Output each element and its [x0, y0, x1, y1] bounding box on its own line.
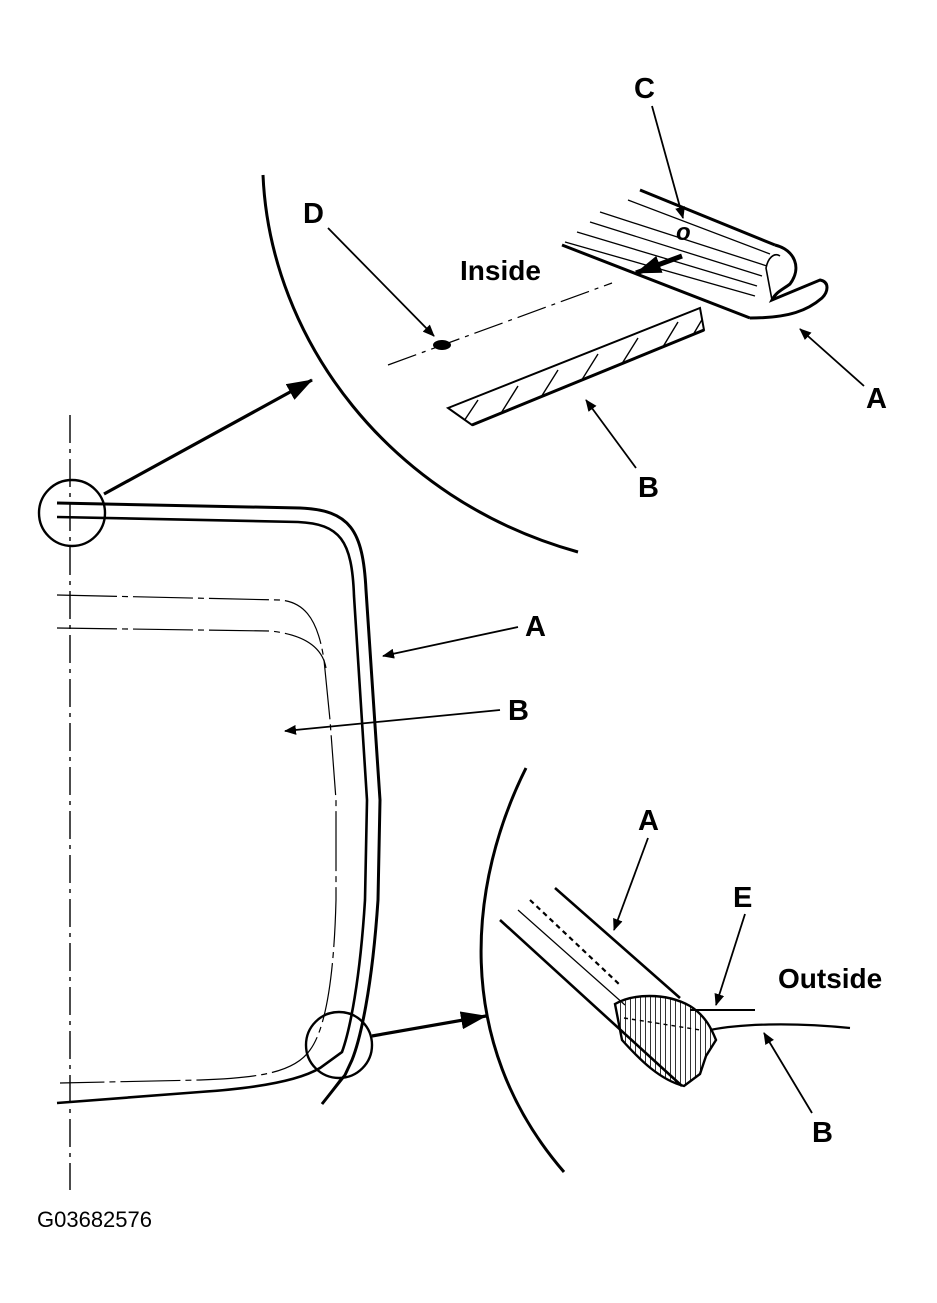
label-outside: Outside — [778, 963, 882, 994]
leader-e — [714, 913, 746, 1006]
install-direction-arrow — [635, 253, 683, 276]
glass-outline-dashed — [56, 594, 337, 1084]
top-detail-boundary — [261, 174, 579, 554]
leader-a-bottom — [613, 837, 649, 931]
glass-outline-dashed-2 — [56, 627, 327, 669]
glass-edge-hatching — [457, 308, 704, 425]
glass-edge-top — [445, 306, 706, 427]
mark-c-symbol: ο — [676, 219, 691, 246]
molding-outline-outer — [56, 501, 382, 1105]
detail-circle-bottom — [304, 1010, 374, 1080]
molding-end-tip — [321, 1074, 346, 1105]
glass-b-line — [709, 1023, 851, 1032]
windshield-overview: A B — [37, 378, 546, 1190]
detail-circle-top — [37, 478, 107, 548]
molding-outline-inner — [56, 515, 369, 1105]
cross-section-dashes — [623, 1017, 701, 1031]
detail-arrow-top — [103, 378, 313, 496]
label-b-top: B — [638, 472, 659, 504]
leader-a-top — [799, 328, 865, 387]
molding-profile-top — [561, 188, 829, 320]
label-inside: Inside — [460, 255, 541, 286]
label-c: C — [634, 73, 655, 105]
bottom-detail-view: A E Outside B — [479, 767, 882, 1173]
label-a-top: A — [866, 383, 887, 415]
leader-a-main — [382, 626, 519, 659]
molding-strip-thin — [517, 909, 626, 1006]
leader-b-top — [585, 399, 637, 469]
glass-edge-bottom-line — [471, 328, 705, 427]
leader-b-main — [284, 709, 501, 735]
top-detail-centerline — [387, 282, 613, 366]
molding-strip-upper — [554, 887, 681, 999]
leader-c — [651, 105, 685, 219]
leader-b-bottom — [763, 1032, 813, 1114]
bottom-detail-boundary — [479, 767, 566, 1173]
top-detail-view: ο C D Inside A B — [261, 73, 887, 554]
label-a-bottom: A — [638, 805, 659, 837]
mark-d — [433, 340, 451, 350]
leader-d — [327, 227, 435, 337]
label-d: D — [303, 198, 324, 230]
molding-strip-dashed — [529, 899, 621, 986]
label-a-main: A — [525, 611, 546, 643]
label-b-main: B — [508, 695, 529, 727]
label-b-bottom: B — [812, 1117, 833, 1149]
figure-id: G03682576 — [37, 1207, 152, 1232]
label-e: E — [733, 882, 752, 914]
detail-arrow-bottom — [371, 1011, 487, 1038]
